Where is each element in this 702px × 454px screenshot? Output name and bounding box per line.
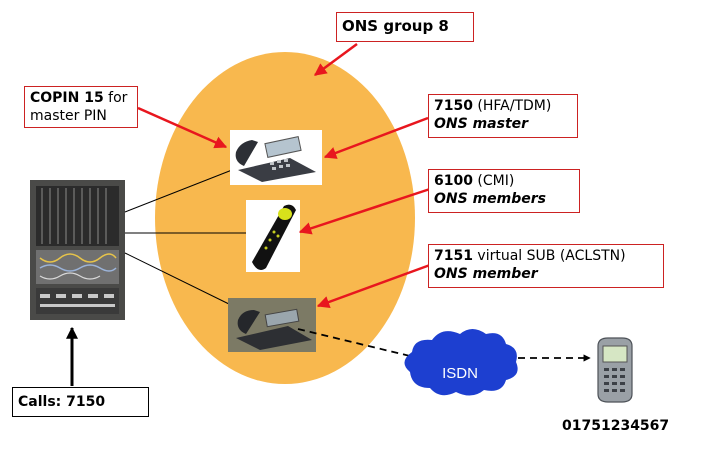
ons-group-label: ONS group 8 bbox=[336, 12, 474, 42]
arrow-6100 bbox=[298, 187, 431, 235]
number-6100: 6100 bbox=[434, 173, 473, 189]
type-6100: (CMI) bbox=[472, 173, 515, 189]
number-7150: 7150 bbox=[434, 98, 473, 114]
label-7151: 7151 virtual SUB (ACLSTN) ONS member bbox=[428, 244, 664, 288]
type-7150: (HFA/TDM) bbox=[472, 98, 552, 114]
dect-handset-icon bbox=[246, 200, 300, 272]
arrow-group bbox=[313, 42, 358, 77]
rack-icon bbox=[30, 180, 125, 320]
desk-phone-icon bbox=[230, 130, 322, 185]
isdn-cloud-icon: ISDN bbox=[404, 329, 518, 396]
type-7151: virtual SUB (ACLSTN) bbox=[472, 248, 626, 264]
link-rack-7151 bbox=[124, 252, 234, 307]
isdn-label: ISDN bbox=[442, 365, 478, 382]
copin-label: COPIN 15 for master PIN bbox=[24, 86, 138, 128]
copin-line2: master PIN bbox=[30, 108, 107, 124]
link-rack-7150 bbox=[124, 169, 233, 213]
copin-code: COPIN 15 bbox=[30, 90, 104, 106]
arrow-copin bbox=[137, 106, 228, 149]
arrow-7150 bbox=[323, 116, 429, 159]
copin-for: for bbox=[103, 90, 128, 106]
arrow-7151 bbox=[316, 263, 431, 309]
number-7151: 7151 bbox=[434, 248, 473, 264]
calls-label: Calls: 7150 bbox=[12, 387, 149, 417]
mobile-number: 01751234567 bbox=[562, 418, 670, 434]
label-6100: 6100 (CMI) ONS members bbox=[428, 169, 580, 213]
isdn-link-left bbox=[297, 328, 411, 357]
virtual-phone-icon bbox=[228, 298, 316, 352]
role-6100: ONS members bbox=[434, 191, 546, 207]
label-7150: 7150 (HFA/TDM) ONS master bbox=[428, 94, 578, 138]
role-7150: ONS master bbox=[434, 116, 529, 132]
role-7151: ONS member bbox=[434, 266, 538, 282]
mobile-phone-icon bbox=[597, 337, 633, 403]
